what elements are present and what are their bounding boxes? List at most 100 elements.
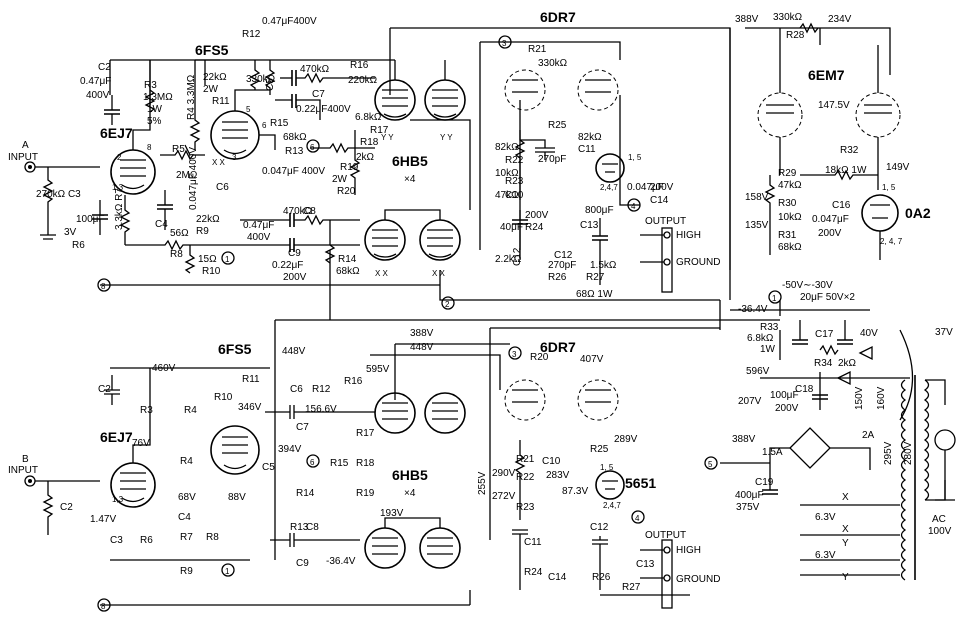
svg-text:R11: R11 bbox=[242, 374, 260, 385]
svg-text:HIGH: HIGH bbox=[676, 230, 701, 241]
svg-text:2: 2 bbox=[117, 153, 122, 162]
svg-text:2kΩ: 2kΩ bbox=[356, 152, 375, 163]
ac-label: AC bbox=[932, 514, 946, 525]
svg-text:C9: C9 bbox=[296, 558, 309, 569]
input-a-word: INPUT bbox=[8, 152, 38, 163]
svg-text:295V: 295V bbox=[883, 441, 894, 465]
tube-6em7-label: 6EM7 bbox=[808, 67, 845, 83]
svg-text:R19: R19 bbox=[356, 488, 375, 499]
svg-text:1W: 1W bbox=[147, 104, 163, 115]
tube-6dr7-b bbox=[504, 379, 619, 421]
svg-text:800μF: 800μF bbox=[585, 205, 614, 216]
svg-text:R31: R31 bbox=[778, 230, 797, 241]
svg-text:C7: C7 bbox=[296, 422, 309, 433]
svg-text:R30: R30 bbox=[778, 198, 797, 209]
svg-text:R22: R22 bbox=[516, 472, 535, 483]
svg-text:6: 6 bbox=[310, 458, 315, 467]
svg-text:0.47μF: 0.47μF bbox=[80, 76, 111, 87]
svg-text:2W: 2W bbox=[203, 84, 219, 95]
tube-6dr7-a-label: 6DR7 bbox=[540, 9, 576, 25]
svg-text:1,3: 1,3 bbox=[112, 495, 124, 504]
svg-text:0.047μF 400V: 0.047μF 400V bbox=[262, 166, 325, 177]
svg-text:4: 4 bbox=[631, 202, 636, 211]
svg-text:R28: R28 bbox=[786, 30, 805, 41]
tube-0a2-label: 0A2 bbox=[905, 205, 931, 221]
svg-text:R6: R6 bbox=[72, 240, 85, 251]
svg-text:R19: R19 bbox=[340, 162, 359, 173]
svg-text:R17: R17 bbox=[356, 428, 375, 439]
svg-text:270pF: 270pF bbox=[538, 154, 566, 165]
svg-text:R23: R23 bbox=[516, 502, 535, 513]
svg-text:R23: R23 bbox=[505, 176, 524, 187]
svg-text:160V: 160V bbox=[876, 386, 887, 410]
svg-text:R13: R13 bbox=[285, 146, 304, 157]
svg-text:C8: C8 bbox=[303, 206, 316, 217]
svg-text:R21: R21 bbox=[516, 454, 535, 465]
svg-text:X X: X X bbox=[375, 269, 389, 278]
svg-text:C18: C18 bbox=[795, 384, 814, 395]
svg-text:R24: R24 bbox=[525, 222, 544, 233]
svg-text:283V: 283V bbox=[546, 470, 570, 481]
output-b-terminal[interactable] bbox=[640, 539, 673, 609]
svg-text:0.47μF: 0.47μF bbox=[243, 220, 274, 231]
svg-text:10kΩ: 10kΩ bbox=[778, 212, 802, 223]
svg-text:R10: R10 bbox=[214, 392, 233, 403]
tube-6hb5-b4 bbox=[419, 527, 461, 569]
svg-text:R10: R10 bbox=[202, 266, 221, 277]
c4-capacitor-a bbox=[157, 190, 173, 230]
svg-text:C17: C17 bbox=[815, 329, 834, 340]
svg-text:448V: 448V bbox=[282, 346, 306, 357]
output-a-terminal[interactable] bbox=[640, 227, 673, 293]
svg-text:156.6V: 156.6V bbox=[305, 404, 337, 415]
svg-text:0.047μF: 0.047μF bbox=[812, 214, 849, 225]
svg-text:R3: R3 bbox=[144, 80, 157, 91]
tube-6hb5-a-label: 6HB5 bbox=[392, 153, 428, 169]
svg-text:68Ω 1W: 68Ω 1W bbox=[576, 289, 613, 300]
svg-text:HIGH: HIGH bbox=[676, 545, 701, 556]
r5-pot-a[interactable] bbox=[160, 144, 205, 161]
svg-text:C14: C14 bbox=[650, 195, 669, 206]
svg-text:280V: 280V bbox=[903, 441, 914, 465]
svg-text:C12: C12 bbox=[590, 522, 609, 533]
svg-text:289V: 289V bbox=[614, 434, 638, 445]
svg-text:1,3: 1,3 bbox=[112, 183, 124, 192]
svg-text:255V: 255V bbox=[477, 471, 488, 495]
svg-text:388V: 388V bbox=[410, 328, 434, 339]
top-bus-lines bbox=[100, 27, 891, 606]
svg-text:20μF 50V×2: 20μF 50V×2 bbox=[800, 292, 855, 303]
svg-text:R9: R9 bbox=[196, 226, 209, 237]
input-a-jack[interactable]: A INPUT bbox=[8, 140, 100, 173]
svg-text:R27: R27 bbox=[622, 582, 641, 593]
tube-6fs5-a bbox=[210, 89, 276, 160]
svg-text:R18: R18 bbox=[360, 137, 379, 148]
svg-text:6: 6 bbox=[310, 143, 315, 152]
tube-5651-label: 5651 bbox=[625, 475, 656, 491]
svg-text:C3: C3 bbox=[110, 535, 123, 546]
tube-regulator-a bbox=[595, 153, 625, 183]
svg-text:1W: 1W bbox=[760, 344, 776, 355]
svg-text:407V: 407V bbox=[580, 354, 604, 365]
input-b-jack[interactable]: B INPUT bbox=[8, 454, 100, 487]
svg-text:47kΩ: 47kΩ bbox=[778, 180, 802, 191]
svg-text:272V: 272V bbox=[492, 491, 516, 502]
svg-text:100μF: 100μF bbox=[770, 390, 799, 401]
svg-text:2,4,7: 2,4,7 bbox=[600, 183, 618, 192]
svg-text:1, 5: 1, 5 bbox=[628, 153, 642, 162]
svg-text:C12: C12 bbox=[554, 250, 573, 261]
svg-text:R6: R6 bbox=[140, 535, 153, 546]
svg-text:R24: R24 bbox=[524, 567, 543, 578]
svg-text:C5: C5 bbox=[265, 78, 276, 91]
svg-text:200V: 200V bbox=[775, 403, 799, 414]
tube-6ej7-a bbox=[110, 60, 156, 195]
tube-6fs5-b bbox=[210, 425, 260, 475]
svg-text:R13: R13 bbox=[290, 522, 309, 533]
svg-text:0.47μF400V: 0.47μF400V bbox=[262, 16, 317, 27]
c6-capacitor-a bbox=[280, 70, 375, 86]
svg-text:460V: 460V bbox=[152, 363, 176, 374]
svg-text:6.3V: 6.3V bbox=[815, 512, 836, 523]
node-markers: 8 8 1 1 1 2 3 3 4 4 5 6 bbox=[97, 35, 782, 612]
svg-text:R16: R16 bbox=[344, 376, 363, 387]
svg-text:3: 3 bbox=[232, 153, 237, 162]
svg-text:0.047μF 400V: 0.047μF 400V bbox=[188, 147, 199, 210]
tube-6fs5-b-label: 6FS5 bbox=[218, 341, 252, 357]
